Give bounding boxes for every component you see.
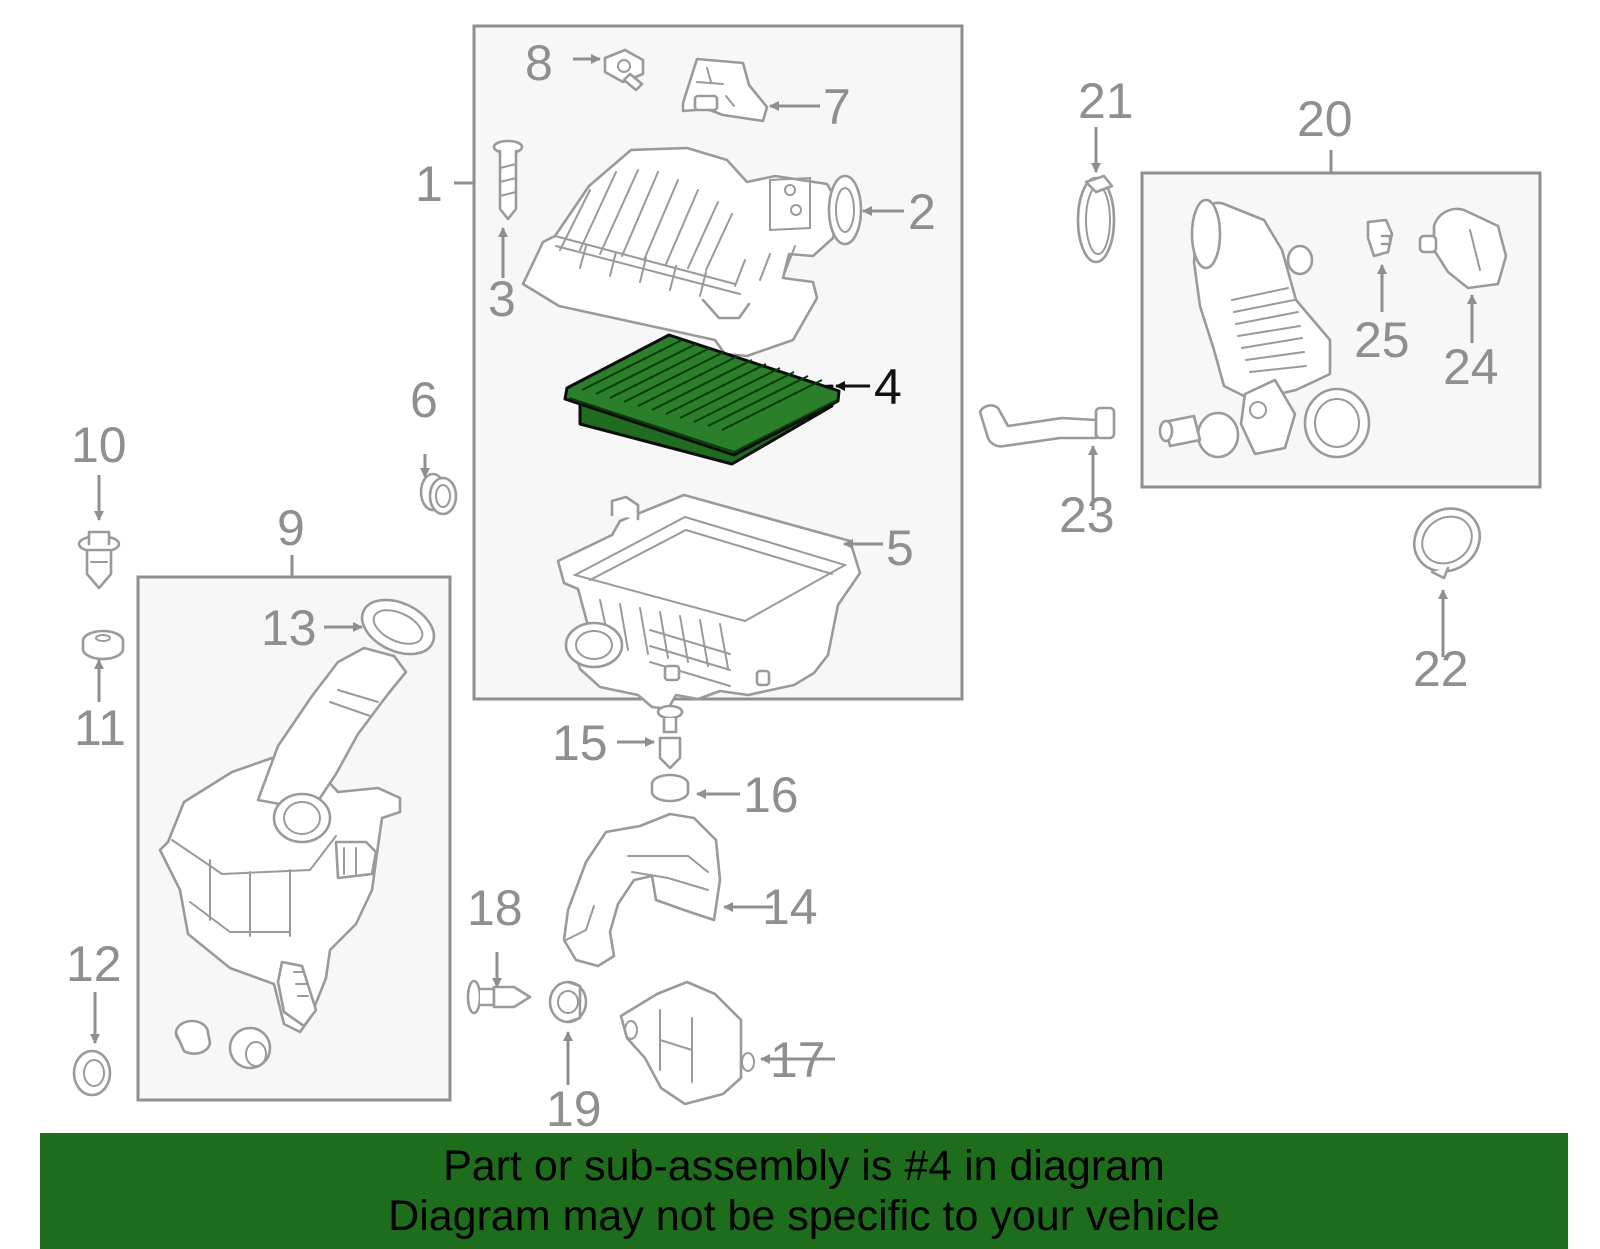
part-25-clip (1366, 218, 1394, 258)
callout-13[interactable]: 13 (261, 600, 317, 656)
footer-line-1: Part or sub-assembly is #4 in diagram (443, 1142, 1165, 1190)
callout-24[interactable]: 24 (1443, 339, 1499, 395)
callout-14[interactable]: 14 (762, 879, 818, 935)
part-22-clamp (1412, 507, 1482, 580)
callout-8[interactable]: 8 (525, 35, 553, 91)
part-11-washer (81, 629, 125, 661)
part-20-intake-hose (1158, 198, 1371, 459)
part-4-air-filter[interactable] (563, 333, 841, 466)
callout-20[interactable]: 20 (1297, 91, 1353, 147)
footer-banner: Part or sub-assembly is #4 in diagram Di… (40, 1133, 1568, 1249)
callout-17[interactable]: 17 (770, 1032, 826, 1088)
part-23-hose (978, 404, 1116, 448)
callout-5[interactable]: 5 (886, 520, 914, 576)
part-24-resonator-cap (1418, 207, 1508, 290)
part-2-upper-housing (521, 146, 863, 358)
callout-23[interactable]: 23 (1059, 487, 1115, 543)
callout-9[interactable]: 9 (277, 500, 305, 556)
callout-10[interactable]: 10 (71, 417, 127, 473)
part-19-bushing (548, 980, 588, 1024)
callout-6[interactable]: 6 (410, 372, 438, 428)
callout-3[interactable]: 3 (488, 271, 516, 327)
callout-19[interactable]: 19 (546, 1081, 602, 1137)
callout-4[interactable]: 4 (874, 359, 902, 415)
part-21-clamp (1076, 174, 1116, 264)
callout-21[interactable]: 21 (1078, 73, 1134, 129)
callout-12[interactable]: 12 (66, 936, 122, 992)
part-8-fastener (603, 48, 645, 92)
callout-25[interactable]: 25 (1354, 312, 1410, 368)
part-10-clip (77, 530, 121, 590)
callout-1[interactable]: 1 (415, 156, 443, 212)
callout-7[interactable]: 7 (823, 79, 851, 135)
callout-2[interactable]: 2 (908, 184, 936, 240)
part-12-grommet (72, 1049, 112, 1097)
callout-11[interactable]: 11 (74, 700, 126, 756)
part-17-duct-inlet (619, 980, 755, 1106)
callout-15[interactable]: 15 (552, 715, 608, 771)
callout-numbers: 1 2 3 4 5 6 7 8 9 10 11 12 13 14 15 16 1… (66, 35, 1499, 1137)
callout-18[interactable]: 18 (467, 880, 523, 936)
part-16-washer (650, 773, 690, 803)
callout-22[interactable]: 22 (1413, 641, 1469, 697)
part-14-intake-duct (562, 812, 722, 968)
part-3-pin (492, 139, 524, 221)
part-6-grommet (419, 472, 458, 516)
leader-lines (90, 54, 1477, 1085)
part-15-clip (656, 704, 684, 770)
part-5-lower-housing (556, 493, 862, 711)
part-13-seal (360, 598, 436, 656)
part-7-bracket (681, 57, 769, 123)
part-18-push-pin (466, 979, 532, 1015)
part-9-resonator (158, 646, 408, 1070)
footer-line-2: Diagram may not be specific to your vehi… (388, 1192, 1220, 1240)
callout-16[interactable]: 16 (743, 767, 799, 823)
